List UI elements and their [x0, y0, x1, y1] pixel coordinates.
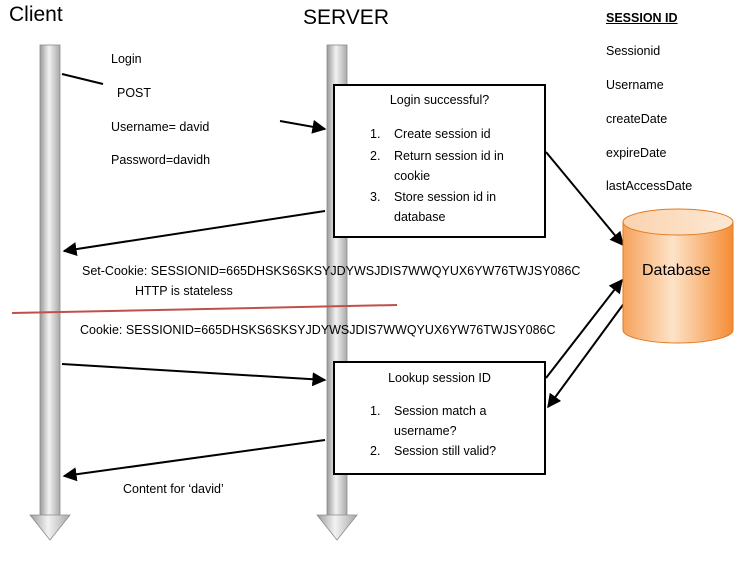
client-title: Client [9, 3, 63, 26]
set-cookie-arrow [62, 210, 326, 257]
content-response-text: Content for ‘david’ [123, 482, 224, 496]
password-label: Password=davidh [111, 153, 211, 167]
step-text: Return session id in cookie [394, 149, 504, 183]
session-field: lastAccessDate [606, 179, 693, 193]
login-process-box: Login successful? 1. Create session id 2… [333, 84, 546, 238]
server-title: SERVER [303, 6, 389, 29]
step-text: Session match a username? [394, 404, 487, 438]
client-lifeline [29, 44, 71, 541]
stateless-note: HTTP is stateless [135, 284, 233, 298]
lookup-box-title: Lookup session ID [388, 371, 491, 385]
content-response-arrow [62, 439, 326, 482]
session-field: Username [606, 78, 664, 92]
post-label: POST [117, 86, 152, 100]
step-text: Session still valid? [394, 444, 497, 458]
set-cookie-text: Set-Cookie: SESSIONID=665DHSKS6SKSYJDYWS… [82, 264, 581, 278]
login-request-arrow [279, 119, 327, 134]
step-text: Store session id in database [394, 190, 497, 224]
session-field: expireDate [606, 146, 667, 160]
login-label: Login [111, 52, 142, 66]
login-request-tick [61, 73, 104, 85]
cookie-text: Cookie: SESSIONID=665DHSKS6SKSYJDYWSJDIS… [80, 323, 556, 337]
step-text: Create session id [394, 127, 491, 141]
stateless-divider [11, 304, 398, 314]
cookie-request-arrow [61, 363, 327, 387]
step-number: 1. [370, 127, 381, 141]
database-label: Database [642, 262, 711, 279]
session-field: Sessionid [606, 44, 661, 58]
step-number: 1. [370, 404, 381, 418]
lookup-process-box: Lookup session ID 1. Session match a use… [333, 361, 546, 475]
login-box-title: Login successful? [389, 93, 490, 107]
database-cylinder [622, 208, 734, 344]
store-session-arrow [545, 151, 624, 247]
step-number: 2. [370, 149, 381, 163]
lookup-query-arrow [545, 278, 623, 379]
lookup-result-arrow [547, 301, 626, 409]
session-id-heading: SESSION ID [606, 11, 678, 25]
session-field: createDate [606, 112, 668, 126]
step-number: 3. [370, 190, 381, 204]
username-label: Username= david [111, 120, 210, 134]
step-number: 2. [370, 444, 381, 458]
